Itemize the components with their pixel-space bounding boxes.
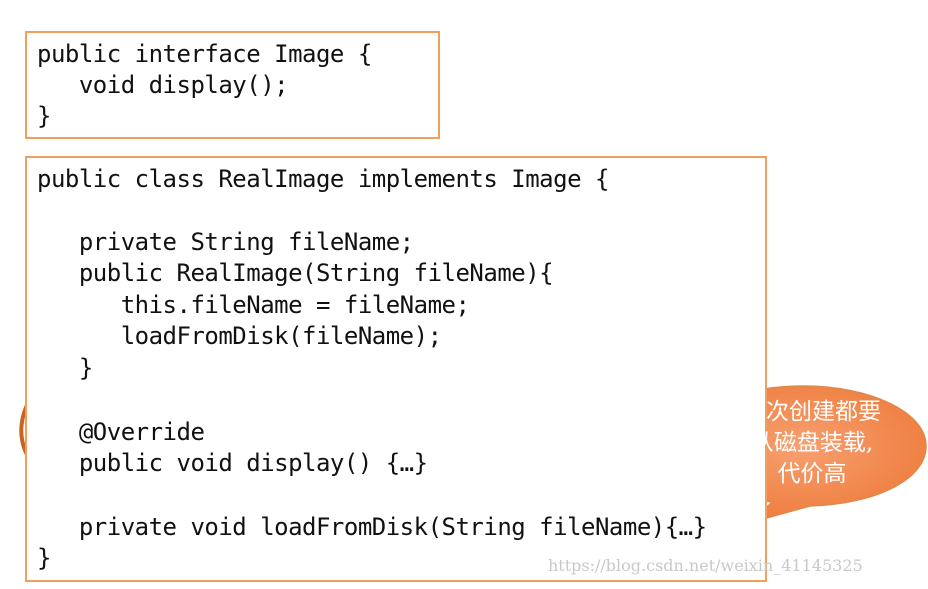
callout-text: 每次创建都要 从磁盘装载, 代价高	[712, 397, 912, 490]
class-code-line: this.fileName = fileName;	[37, 291, 470, 319]
class-code-line: loadFromDisk(fileName);	[37, 322, 442, 350]
class-code-line: private String fileName;	[37, 228, 414, 256]
class-code-line: public RealImage(String fileName){	[37, 259, 554, 287]
callout-line: 代价高	[777, 461, 847, 487]
class-code-line: @Override	[37, 418, 205, 446]
interface-code-line: }	[37, 102, 51, 130]
watermark: https://blog.csdn.net/weixin_41145325	[548, 556, 863, 575]
class-code-line: public class RealImage implements Image …	[37, 165, 609, 193]
interface-code-line: public interface Image {	[37, 40, 372, 68]
class-code-line: }	[37, 354, 93, 382]
interface-code-box	[25, 31, 440, 139]
class-code-line: }	[37, 544, 51, 572]
callout-line: 从磁盘装载,	[750, 430, 874, 456]
class-code-box	[25, 156, 767, 582]
class-code-line: public void display() {…}	[37, 449, 428, 477]
interface-code-line: void display();	[37, 71, 289, 99]
class-code-line: private void loadFromDisk(String fileNam…	[37, 513, 707, 541]
callout-line: 每次创建都要	[743, 399, 881, 425]
